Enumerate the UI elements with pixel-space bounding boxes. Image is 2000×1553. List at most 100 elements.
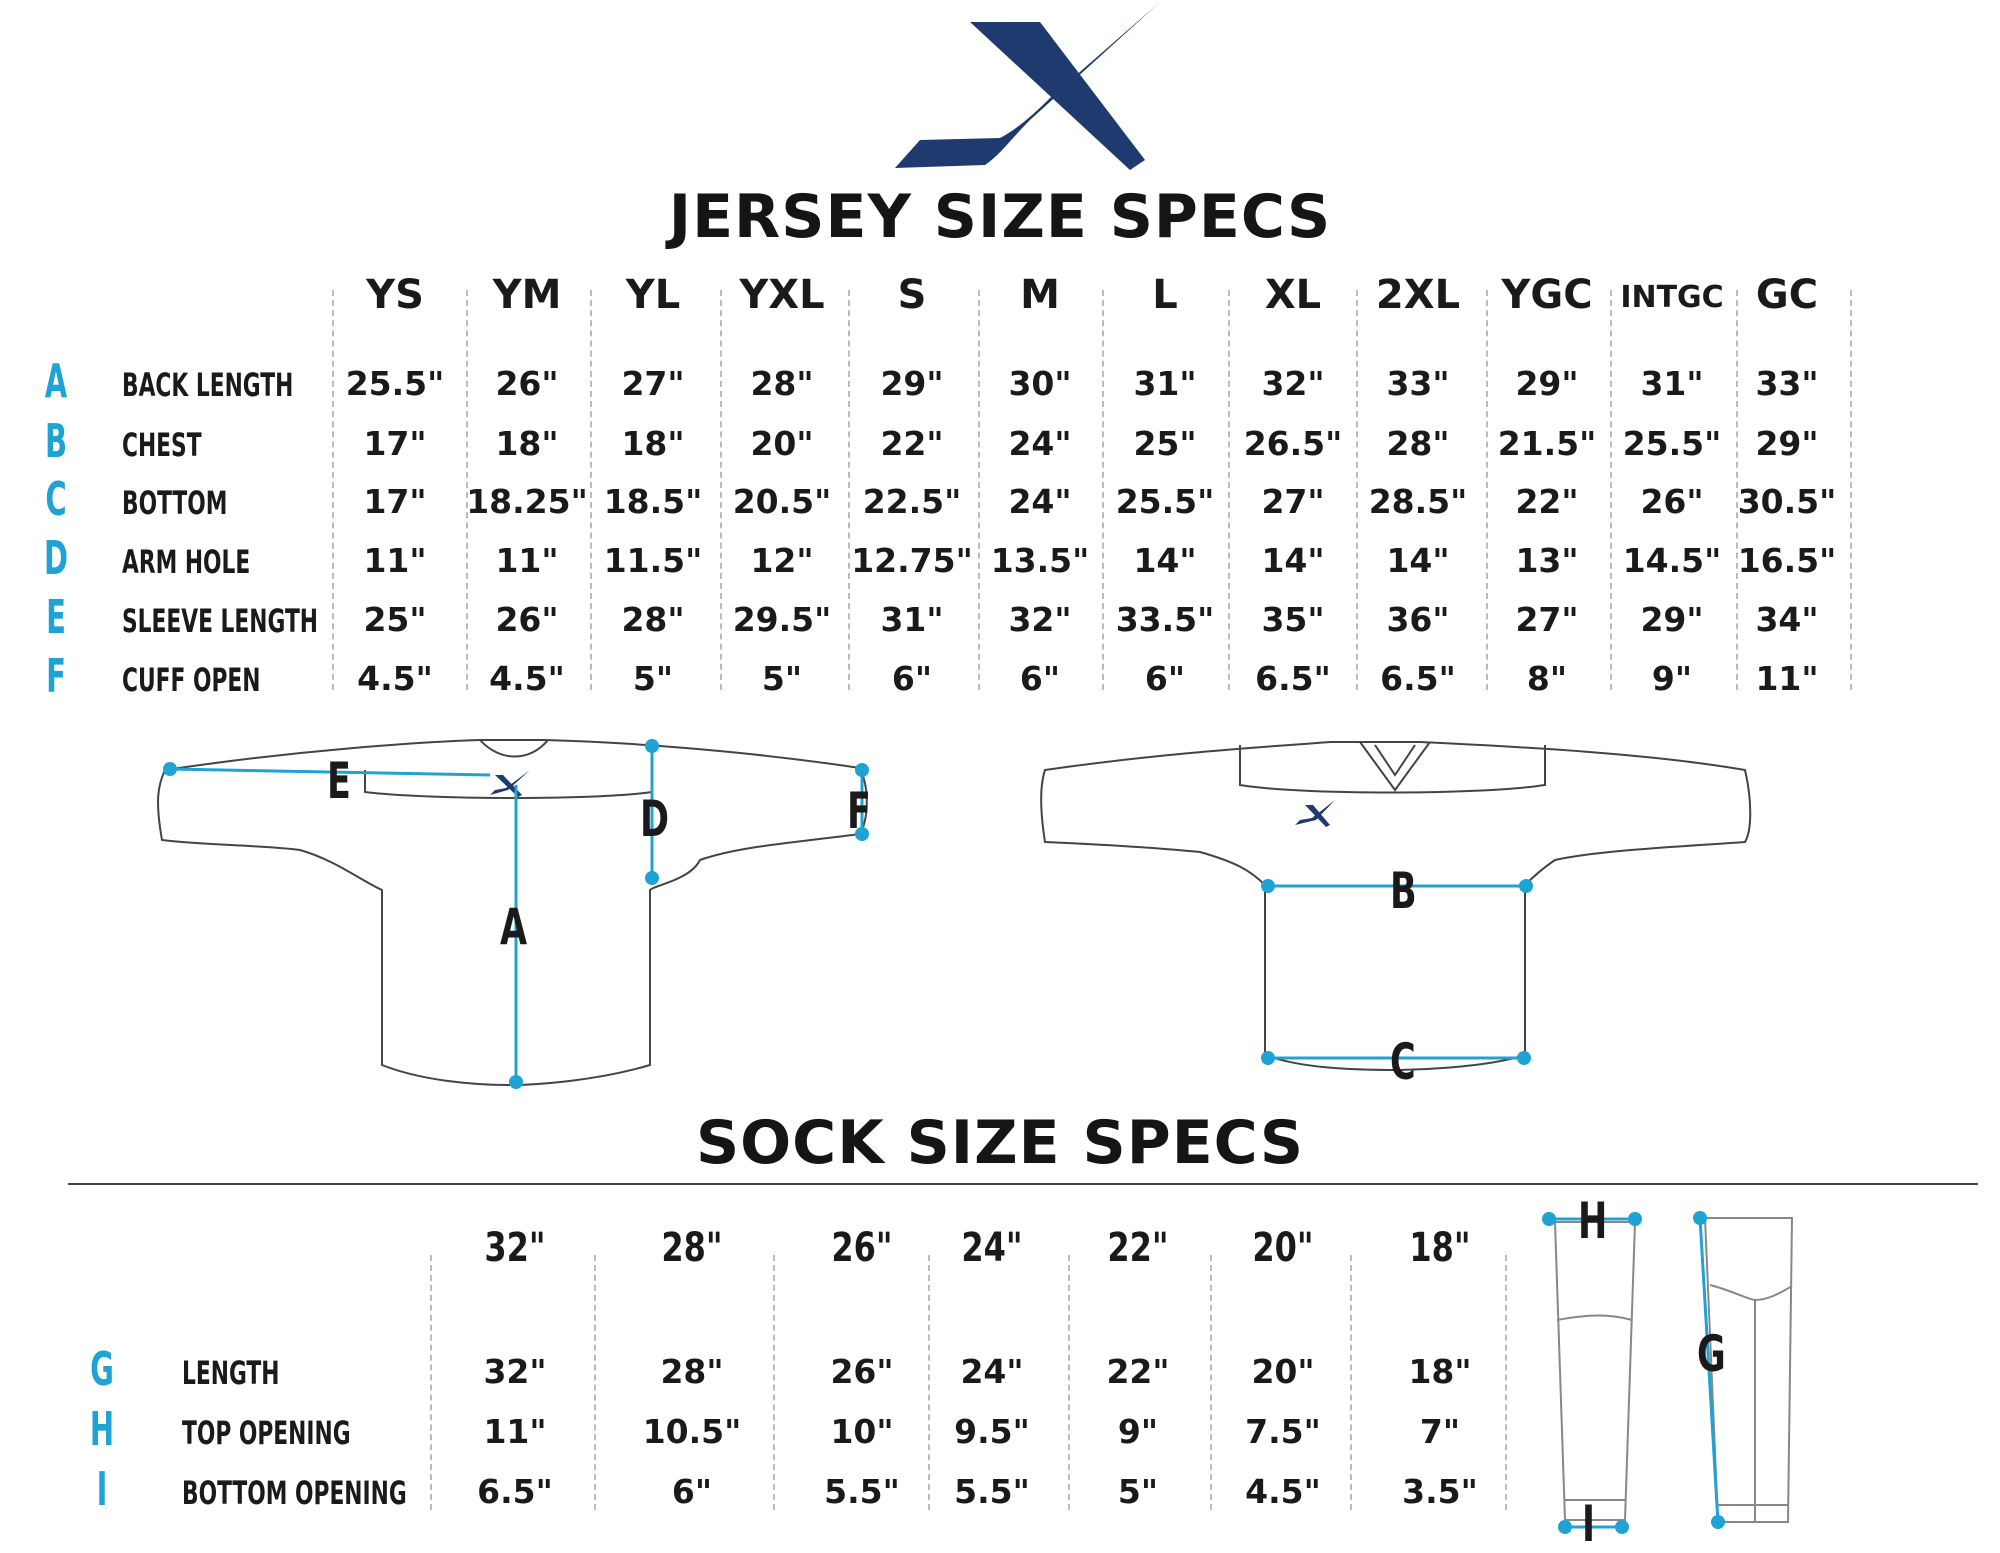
jersey-cell: 18.5" [603, 482, 703, 521]
sock-cell: 11" [483, 1412, 547, 1451]
jersey-size-header: INTGC [1620, 280, 1724, 315]
sock-column-separator [928, 1255, 930, 1510]
jersey-cell: 31" [1133, 364, 1197, 403]
jersey-cell: 27" [1261, 482, 1325, 521]
jersey-cell: 29" [880, 364, 944, 403]
jersey-cell: 13.5" [990, 541, 1090, 580]
jersey-row-label: BACK LENGTH [122, 366, 294, 404]
jersey-cell: 32" [1261, 364, 1325, 403]
sock-column-separator [1505, 1255, 1507, 1510]
sock-row-label: BOTTOM OPENING [182, 1474, 407, 1512]
jersey-cell: 28.5" [1368, 482, 1468, 521]
jersey-cell: 28" [621, 600, 685, 639]
jersey-row-letter: D [43, 531, 69, 585]
jersey-column-separator [720, 290, 722, 690]
jersey-cell: 26" [495, 600, 559, 639]
jersey-cell: 18" [621, 424, 685, 463]
sock-row-label: TOP OPENING [182, 1414, 351, 1452]
jersey-cell: 20.5" [732, 482, 832, 521]
jersey-size-header: YL [625, 272, 681, 318]
jersey-size-header: XL [1264, 272, 1322, 318]
jersey-cell: 25.5" [1622, 424, 1722, 463]
diagram-letter-g: G [1697, 1325, 1726, 1383]
sock-cell: 10" [830, 1412, 894, 1451]
sock-cell: 6.5" [477, 1472, 553, 1511]
jersey-title: JERSEY SIZE SPECS [668, 182, 1332, 252]
jersey-cell: 6.5" [1255, 659, 1331, 698]
jersey-cell: 5" [761, 659, 803, 698]
sock-size-header: 20" [1252, 1225, 1314, 1271]
jersey-column-separator [1850, 290, 1852, 690]
sock-cell: 20" [1251, 1352, 1315, 1391]
jersey-cell: 28" [1386, 424, 1450, 463]
jersey-row-label: BOTTOM [122, 484, 228, 522]
diagram-letter-c: C [1390, 1033, 1416, 1091]
jersey-cell: 14" [1386, 541, 1450, 580]
jersey-size-header: L [1152, 272, 1178, 318]
sock-row-label: LENGTH [182, 1354, 280, 1392]
jersey-cell: 11" [363, 541, 427, 580]
jersey-cell: 11.5" [603, 541, 703, 580]
jersey-cell: 4.5" [357, 659, 433, 698]
jersey-cell: 36" [1386, 600, 1450, 639]
jersey-row-label: SLEEVE LENGTH [122, 602, 319, 640]
jersey-column-separator [590, 290, 592, 690]
diagram-letter-h: H [1578, 1192, 1608, 1250]
jersey-cell: 26" [495, 364, 559, 403]
jersey-cell: 29" [1515, 364, 1579, 403]
jersey-cell: 16.5" [1737, 541, 1837, 580]
jersey-cell: 20" [750, 424, 814, 463]
jersey-size-header: YXL [739, 272, 825, 318]
jersey-cell: 24" [1008, 482, 1072, 521]
jersey-row-letter: B [44, 414, 68, 468]
sock-cell: 4.5" [1245, 1472, 1321, 1511]
sock-cell: 7.5" [1245, 1412, 1321, 1451]
sock-cell: 3.5" [1402, 1472, 1478, 1511]
jersey-cell: 12.75" [851, 541, 973, 580]
jersey-column-separator [1486, 290, 1488, 690]
sock-row-letter: G [90, 1342, 114, 1396]
jersey-cell: 27" [621, 364, 685, 403]
sock-size-header: 28" [661, 1225, 723, 1271]
jersey-cell: 25.5" [345, 364, 445, 403]
jersey-size-header: YM [492, 272, 562, 318]
jersey-row-letter: C [45, 472, 67, 526]
brand-logo [895, 2, 1160, 170]
diagram-letter-e: E [327, 752, 351, 810]
jersey-cell: 18.25" [466, 482, 588, 521]
sock-size-header: 26" [831, 1225, 893, 1271]
jersey-cell: 34" [1755, 600, 1819, 639]
jersey-cell: 14.5" [1622, 541, 1722, 580]
jersey-cell: 6" [891, 659, 933, 698]
sock-column-separator [594, 1255, 596, 1510]
jersey-cell: 29.5" [732, 600, 832, 639]
jersey-cell: 6.5" [1380, 659, 1456, 698]
jersey-row-label: CHEST [122, 426, 202, 464]
jersey-size-header: S [897, 272, 927, 318]
jersey-cell: 17" [363, 482, 427, 521]
jersey-cell: 12" [750, 541, 814, 580]
sock-cell: 32" [483, 1352, 547, 1391]
sock-column-separator [1350, 1255, 1352, 1510]
jersey-cell: 22.5" [862, 482, 962, 521]
jersey-size-header: YS [366, 272, 424, 318]
jersey-cell: 22" [1515, 482, 1579, 521]
jersey-cell: 29" [1755, 424, 1819, 463]
jersey-cell: 26" [1640, 482, 1704, 521]
jersey-cell: 29" [1640, 600, 1704, 639]
sock-cell: 6" [671, 1472, 713, 1511]
jersey-cell: 13" [1515, 541, 1579, 580]
jersey-cell: 14" [1133, 541, 1197, 580]
jersey-cell: 11" [1755, 659, 1819, 698]
sock-cell: 9.5" [954, 1412, 1030, 1451]
sock-cell: 18" [1408, 1352, 1472, 1391]
jersey-cell: 31" [880, 600, 944, 639]
sock-cell: 7" [1419, 1412, 1461, 1451]
jersey-cell: 25" [363, 600, 427, 639]
jersey-size-header: YGC [1501, 272, 1593, 318]
jersey-cell: 27" [1515, 600, 1579, 639]
jersey-size-header: GC [1755, 272, 1819, 318]
diagram-letter-i: I [1582, 1495, 1596, 1553]
sock-cell: 5.5" [824, 1472, 900, 1511]
